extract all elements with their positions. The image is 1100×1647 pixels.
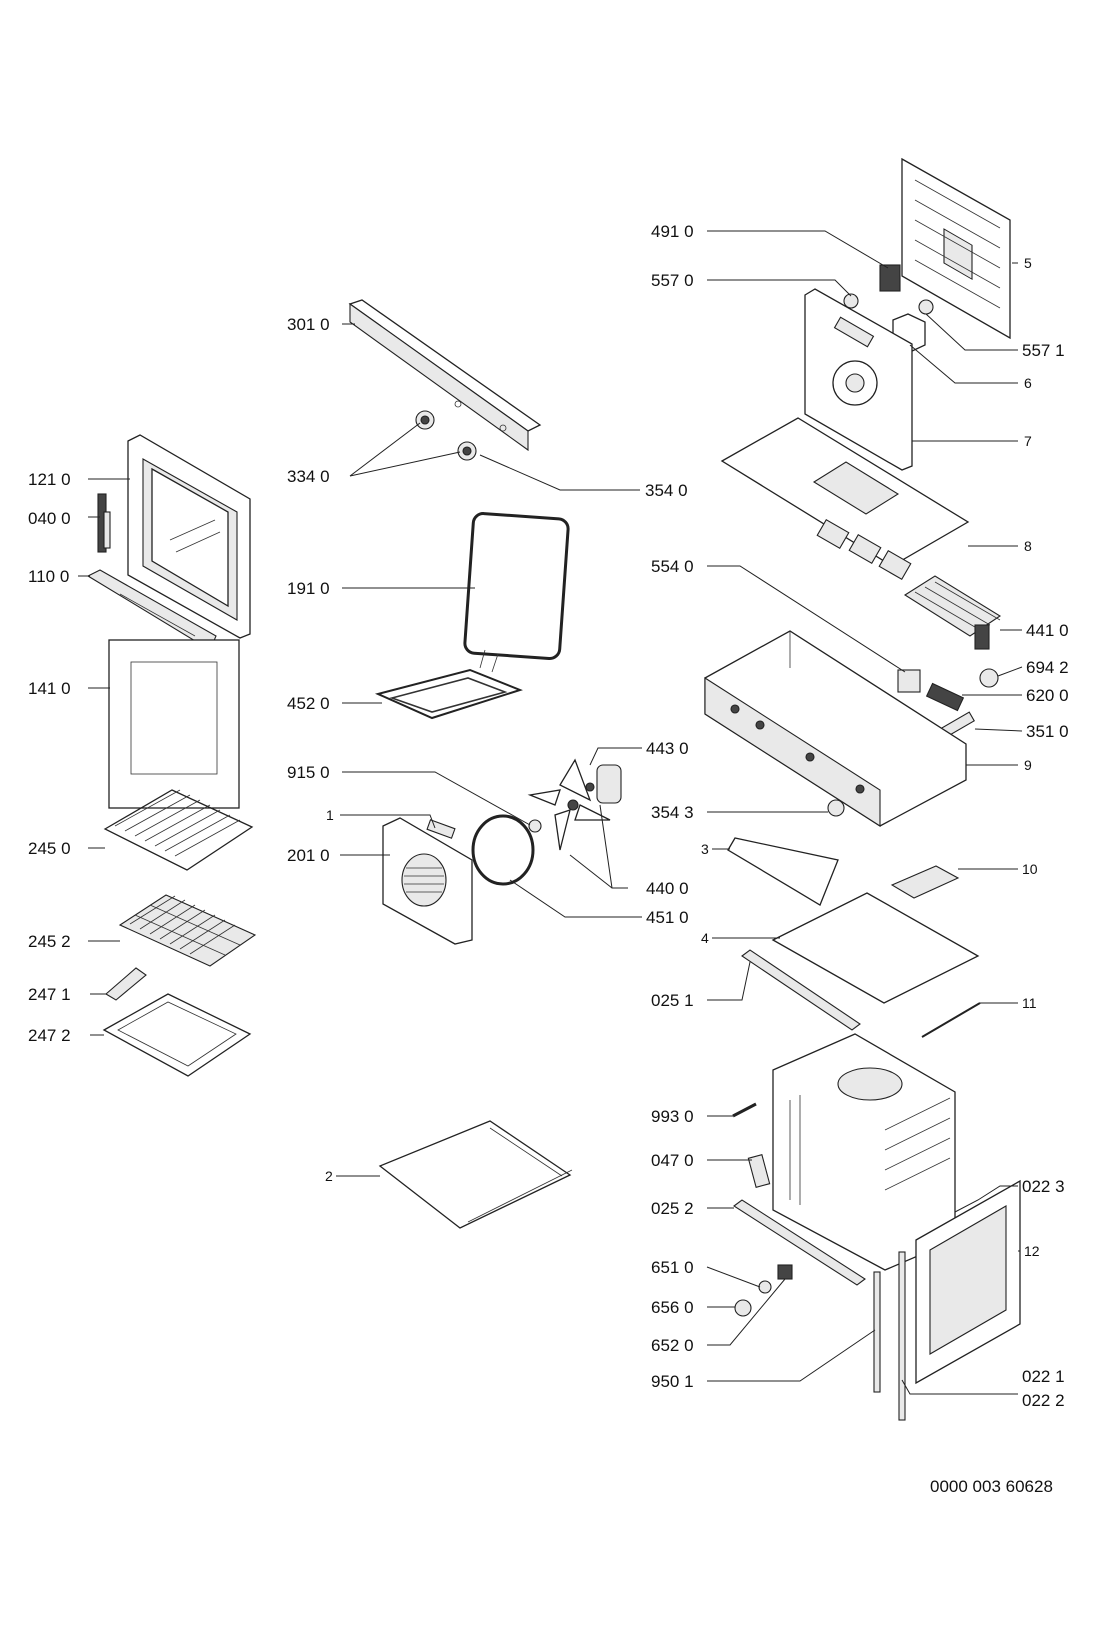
label-993-0: 993 0: [651, 1107, 694, 1126]
fan-cover-clip: [426, 819, 456, 839]
label-247-2: 247 2: [28, 1026, 71, 1045]
label-620-0: 620 0: [1026, 686, 1069, 705]
label-443-0: 443 0: [646, 739, 689, 758]
label-12: 12: [1024, 1243, 1040, 1259]
small-electrical-components: [925, 668, 999, 739]
fan-assembly: [527, 758, 622, 851]
label-351-0: 351 0: [1026, 722, 1069, 741]
door-glass-panel: [108, 639, 240, 809]
baking-tray: [102, 993, 252, 1077]
fan-cover-panel: [382, 817, 473, 945]
oven-lamp-parts: [734, 1264, 793, 1317]
label-022-2: 022 2: [1022, 1391, 1065, 1410]
mounting-bracket: [890, 865, 960, 899]
label-451-0: 451 0: [646, 908, 689, 927]
label-245-2: 245 2: [28, 932, 71, 951]
door-hinge: [97, 493, 111, 553]
callout-labels: 301 0 334 0 354 0 121 0 040 0 110 0 141 …: [28, 222, 1069, 1496]
cavity-back-wall: [804, 288, 913, 471]
label-652-0: 652 0: [651, 1336, 694, 1355]
label-047-0: 047 0: [651, 1151, 694, 1170]
label-301-0: 301 0: [287, 315, 330, 334]
label-022-1: 022 1: [1022, 1367, 1065, 1386]
grill-heating-element: [374, 649, 523, 720]
label-9: 9: [1024, 757, 1032, 773]
label-110-0: 110 0: [28, 567, 69, 586]
label-6: 6: [1024, 375, 1032, 391]
label-452-0: 452 0: [287, 694, 330, 713]
label-247-1: 247 1: [28, 985, 71, 1004]
document-reference-number: 0000 003 60628: [930, 1477, 1053, 1496]
label-201-0: 201 0: [287, 846, 330, 865]
label-950-1: 950 1: [651, 1372, 694, 1391]
label-8: 8: [1024, 538, 1032, 554]
label-441-0: 441 0: [1026, 621, 1069, 640]
control-housing-frame: [704, 630, 967, 828]
oven-cavity: [772, 1033, 956, 1271]
control-panel-strip: [348, 299, 542, 452]
label-025-1: 025 1: [651, 991, 694, 1010]
push-button: [827, 799, 845, 817]
bottom-plate: [378, 1120, 573, 1229]
side-panel: [915, 1179, 1021, 1385]
label-3: 3: [701, 841, 709, 857]
label-4: 4: [701, 930, 709, 946]
label-5: 5: [1024, 255, 1032, 271]
label-022-3: 022 3: [1022, 1177, 1065, 1196]
screw-and-bracket: [732, 1102, 771, 1188]
label-2: 2: [325, 1168, 333, 1184]
door-handle: [86, 569, 217, 651]
cooling-fan: [903, 575, 1002, 650]
fan-element-ring: [471, 814, 535, 886]
label-191-0: 191 0: [287, 579, 330, 598]
oven-wire-rack: [103, 789, 254, 871]
vertical-seals: [873, 1251, 906, 1421]
front-rail-upper: [741, 949, 861, 1031]
side-support: [727, 837, 839, 906]
label-1: 1: [326, 807, 334, 823]
selector-switch: [897, 669, 921, 693]
label-656-0: 656 0: [651, 1298, 694, 1317]
label-141-0: 141 0: [28, 679, 71, 698]
leader-lines: [78, 230, 1023, 1395]
label-10: 10: [1022, 861, 1038, 877]
control-knobs: [415, 410, 477, 461]
door-frame: [127, 434, 251, 639]
rack-guide: [105, 967, 147, 1001]
label-557-0: 557 0: [651, 271, 694, 290]
label-354-3: 354 3: [651, 803, 694, 822]
label-491-0: 491 0: [651, 222, 694, 241]
label-11: 11: [1022, 995, 1037, 1011]
label-245-0: 245 0: [28, 839, 71, 858]
front-rail-lower: [733, 1199, 866, 1286]
label-040-0: 040 0: [28, 509, 71, 528]
label-440-0: 440 0: [646, 879, 689, 898]
label-334-0: 334 0: [287, 467, 330, 486]
grill-rack: [118, 894, 257, 967]
label-651-0: 651 0: [651, 1258, 694, 1277]
label-694-2: 694 2: [1026, 658, 1069, 677]
label-025-2: 025 2: [651, 1199, 694, 1218]
label-554-0: 554 0: [651, 557, 694, 576]
label-121-0: 121 0: [28, 470, 71, 489]
label-915-0: 915 0: [287, 763, 330, 782]
top-cover-plate: [720, 417, 970, 581]
base-plate: [771, 892, 980, 1004]
label-354-0: 354 0: [645, 481, 688, 500]
rear-panel: [901, 157, 1011, 340]
label-7: 7: [1024, 433, 1032, 449]
oven-gasket: [463, 512, 570, 661]
trim-strip: [921, 1002, 981, 1038]
label-557-1: 557 1: [1022, 341, 1065, 360]
